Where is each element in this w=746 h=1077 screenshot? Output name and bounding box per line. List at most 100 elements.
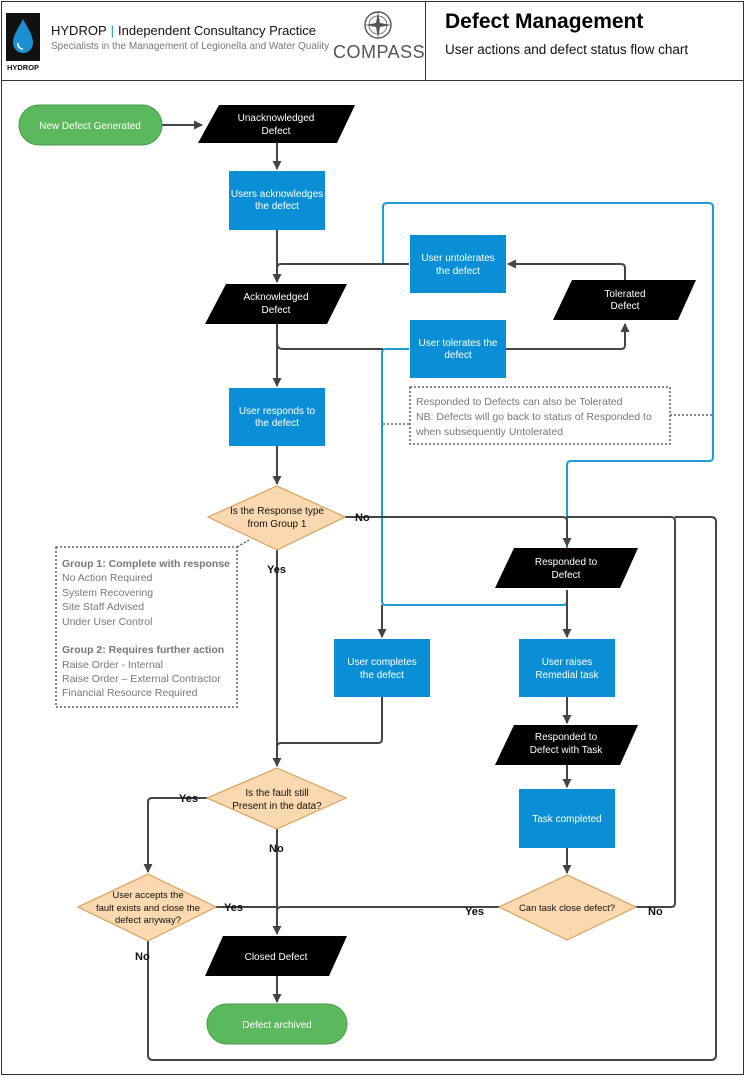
brand-tagline: Specialists in the Management of Legione… [51,41,330,52]
connector-tolerated-to-untolerate [507,259,626,280]
decision-group-line-2: from Group 1 [248,519,307,530]
action-respond-line-1: User responds to [239,406,316,417]
decision-accept-line-1: User accepts the [112,890,183,901]
status-ack-line-2: Defect [262,305,291,316]
label-yes: Yes [179,793,198,805]
logo-wordmark: HYDROP [7,63,39,71]
brand-name: HYDROP|Independent Consultancy Practice [51,23,316,38]
status-resp-task-line-1: Responded to [535,732,598,743]
tolerate-note-line-3: when subsequently Untolerated [415,426,563,438]
branch-labels: No Yes Yes No Yes No Yes No [135,512,663,963]
action-user-raises-task: User raises Remedial task [519,639,615,697]
untolerate-return-line [382,202,714,548]
group1-item: Site Staff Advised [62,601,144,613]
connector-task-no-to-responded [567,516,676,908]
tolerate-note-line-1: Responded to Defects can also be Tolerat… [416,396,623,408]
status-tolerated: Tolerated Defect [553,280,696,320]
practice-name: Independent Consultancy Practice [118,23,317,38]
status-tolerated-line-1: Tolerated [604,289,645,300]
decision-group-line-1: Is the Response type [230,506,324,517]
terminal-defect-archived-label: Defect archived [242,1020,311,1031]
connector-fault-yes-to-accept [143,797,207,873]
terminal-new-defect-label: New Defect Generated [39,121,141,132]
decision-accept-line-2: fault exists and close the [96,903,200,914]
label-yes: Yes [465,906,484,918]
status-ack-line-1: Acknowledged [243,292,308,303]
hydrop-logo: HYDROP [6,13,40,71]
status-unack-line-1: Unacknowledged [238,113,315,124]
status-closed-label: Closed Defect [245,952,308,963]
action-tol-line-2: defect [444,350,471,361]
label-yes: Yes [267,564,286,576]
action-raise-line-2: Remedial task [535,670,599,681]
tolerate-note-line-2: NB: Defects will go back to status of Re… [416,411,652,423]
action-ack-line-2: the defect [255,201,299,212]
decision-fault-present: Is the fault still Present in the data? [205,767,348,830]
status-resp-task-line-2: Defect with Task [530,745,604,756]
status-responded: Responded to Defect [495,548,638,588]
connector-ack-to-tolerate [276,324,383,350]
connector-complete-to-fault [276,697,383,748]
terminal-defect-archived: Defect archived [206,1003,348,1045]
decision-task-close-label: Can task close defect? [519,903,615,914]
header: HYDROP HYDROP|Independent Consultancy Pr… [1,1,744,81]
action-user-responds: User responds to the defect [229,388,325,446]
label-no: No [355,512,370,524]
action-user-tolerates: User tolerates the defect [410,320,506,378]
note-connector-lines [236,414,713,548]
connector-lines [143,120,717,1061]
group2-item: Financial Resource Required [62,687,198,699]
status-responded-line-2: Defect [552,570,581,581]
decision-task-close: Can task close defect? [497,874,638,941]
group1-item: No Action Required [62,572,153,584]
label-yes: Yes [224,902,243,914]
terminal-new-defect: New Defect Generated [18,104,163,146]
response-groups-note: Group 1: Complete with response No Actio… [55,546,238,708]
label-no: No [269,843,284,855]
decision-fault-line-1: Is the fault still [245,788,308,799]
group2-item: Raise Order - Internal [62,659,163,671]
action-task-complete-label: Task completed [532,814,601,825]
tolerate-note-box [409,386,671,445]
status-responded-line-1: Responded to [535,557,598,568]
action-complete-line-2: the defect [360,670,404,681]
company-name: HYDROP [51,23,107,38]
action-user-acknowledges: Users acknowledges the defect [229,171,325,230]
action-user-completes: User completes the defect [334,639,430,697]
page-subtitle: User actions and defect status flow char… [445,42,689,57]
status-unacknowledged: Unacknowledged Defect [198,105,355,143]
action-untol-line-2: the defect [436,266,480,277]
group1-title: Group 1: Complete with response [62,558,230,570]
status-closed: Closed Defect [205,936,347,976]
connector-task-yes-to-closed [276,906,499,912]
compass-rose-icon [364,11,392,39]
label-no: No [648,906,663,918]
header-bottom-divider [1,80,744,81]
decision-accept-line-3: defect anyway? [115,915,181,926]
connector-untolerate-to-ack [276,263,409,280]
action-task-completed: Task completed [519,789,615,848]
label-no: No [135,951,150,963]
tolerate-note: Responded to Defects can also be Tolerat… [409,386,671,445]
group2-item: Raise Order – External Contractor [62,673,221,685]
group1-item: System Recovering [62,587,153,599]
connector-accept-no-loop [147,516,717,1061]
status-unack-line-2: Defect [262,126,291,137]
group1-item: Under User Control [62,616,152,628]
brand-separator: | [110,23,115,38]
decision-accept-fault: User accepts the fault exists and close … [76,873,218,942]
response-groups-box [55,546,238,708]
action-tol-line-1: User tolerates the [419,338,498,349]
group2-title: Group 2: Requires further action [62,644,224,656]
action-user-untolerates: User untolerates the defect [410,235,506,293]
action-respond-line-2: the defect [255,418,299,429]
header-vertical-divider [425,1,426,81]
action-ack-line-1: Users acknowledges [231,189,323,200]
status-responded-with-task: Responded to Defect with Task [495,725,638,765]
decision-fault-line-2: Present in the data? [232,801,322,812]
connector-tolerate-to-tolerated [506,323,630,350]
status-acknowledged: Acknowledged Defect [205,284,347,324]
status-tolerated-line-2: Defect [611,301,640,312]
